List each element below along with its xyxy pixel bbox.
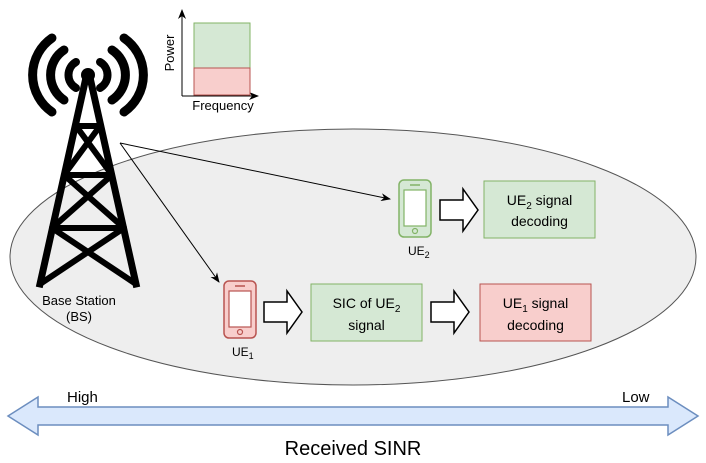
base-station-abbr: (BS) [66, 309, 92, 324]
base-station-label: Base Station [42, 293, 116, 308]
ue1-decoding-line1: UE1 signal [503, 295, 568, 315]
bs-to-ue1-arrow [119, 142, 220, 283]
ue2-decoding-box [483, 180, 596, 239]
sinr-title: Received SINR [285, 438, 422, 460]
sinr-double-arrow [6, 395, 700, 437]
ue2-decoding-line2: decoding [511, 213, 568, 229]
frequency-axis-label: Frequency [192, 98, 254, 113]
ue2-label: UE2 [408, 244, 430, 260]
ue2-to-decode-arrow [439, 186, 479, 234]
ue1-decoding-box [479, 283, 592, 342]
ue1-phone-icon [223, 280, 257, 339]
bs-to-ue2-arrow [119, 142, 391, 202]
ue1-decoding-line2: decoding [507, 317, 564, 333]
sic-line2: signal [348, 317, 385, 333]
power-spectrum-chart: Power Frequency [162, 9, 259, 113]
ue1-power-block [193, 67, 251, 96]
ue2-decoding-line1: UE2 signal [507, 192, 572, 212]
sinr-low-label: Low [622, 389, 650, 406]
sinr-high-label: High [67, 389, 98, 406]
sic-to-decode-arrow [430, 288, 470, 336]
sic-box [310, 283, 423, 342]
ue2-power-block [193, 22, 251, 69]
base-station-tower-icon [28, 33, 148, 289]
ue2-phone-icon [398, 179, 432, 238]
ue1-label: UE1 [232, 345, 254, 361]
ue1-to-sic-arrow [263, 288, 303, 336]
sic-line1: SIC of UE2 [333, 295, 401, 315]
power-axis-label: Power [162, 34, 177, 72]
